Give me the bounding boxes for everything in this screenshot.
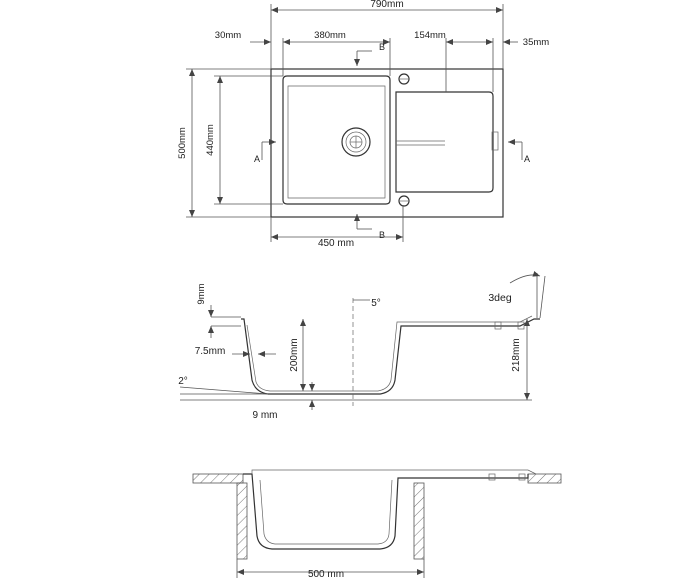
dim-drainer-slope: 3deg xyxy=(488,292,512,304)
bowl-outline-top xyxy=(282,75,391,205)
dim-total-height: 218mm xyxy=(511,338,522,371)
dim-bowl-width: 380mm xyxy=(314,30,346,41)
dim-drainer-width: 154mm xyxy=(414,30,446,41)
dim-rim-thickness: 9mm xyxy=(196,283,207,304)
section-a-right: A xyxy=(524,154,530,164)
section-b-bottom: B xyxy=(379,230,385,240)
section-b-top: B xyxy=(379,42,385,52)
dim-bottom-width: 450 mm xyxy=(318,238,354,249)
section-view: 5° 9mm 7.5mm 200mm 218mm 3deg 2° 9 mm xyxy=(178,270,546,421)
dim-cabinet-width: 500 mm xyxy=(308,569,344,578)
cabinet-wall-left xyxy=(236,482,248,560)
dim-overall-width: 790mm xyxy=(370,0,403,10)
install-view: 500 mm xyxy=(192,469,562,578)
section-a-left: A xyxy=(254,154,260,164)
drain-outer xyxy=(341,127,371,157)
dim-wall-thickness: 7.5mm xyxy=(195,346,226,357)
dim-bowl-depth: 440mm xyxy=(205,124,216,156)
dim-right-rim: 35mm xyxy=(523,37,549,48)
sink-profile-section xyxy=(241,318,540,395)
dim-bowl-height: 200mm xyxy=(289,338,300,371)
dim-overall-depth: 500mm xyxy=(177,127,188,159)
dim-floor-thickness: 9 mm xyxy=(253,410,278,421)
sink-profile-install xyxy=(243,473,529,550)
sink-outline-top xyxy=(270,68,504,218)
tap-hole-bottom xyxy=(398,195,410,207)
tap-hole-top xyxy=(398,73,410,85)
drainer-outline-top xyxy=(395,91,494,193)
dim-floor-angle: 2° xyxy=(178,376,188,387)
dim-left-rim: 30mm xyxy=(215,30,241,41)
top-view: 790mm 30mm 380mm 154mm 35mm 500mm 440mm … xyxy=(177,0,549,249)
dim-draft-angle: 5° xyxy=(371,298,381,309)
cabinet-wall-right xyxy=(413,482,425,560)
worktop-left xyxy=(192,473,244,484)
worktop-right xyxy=(527,473,562,484)
